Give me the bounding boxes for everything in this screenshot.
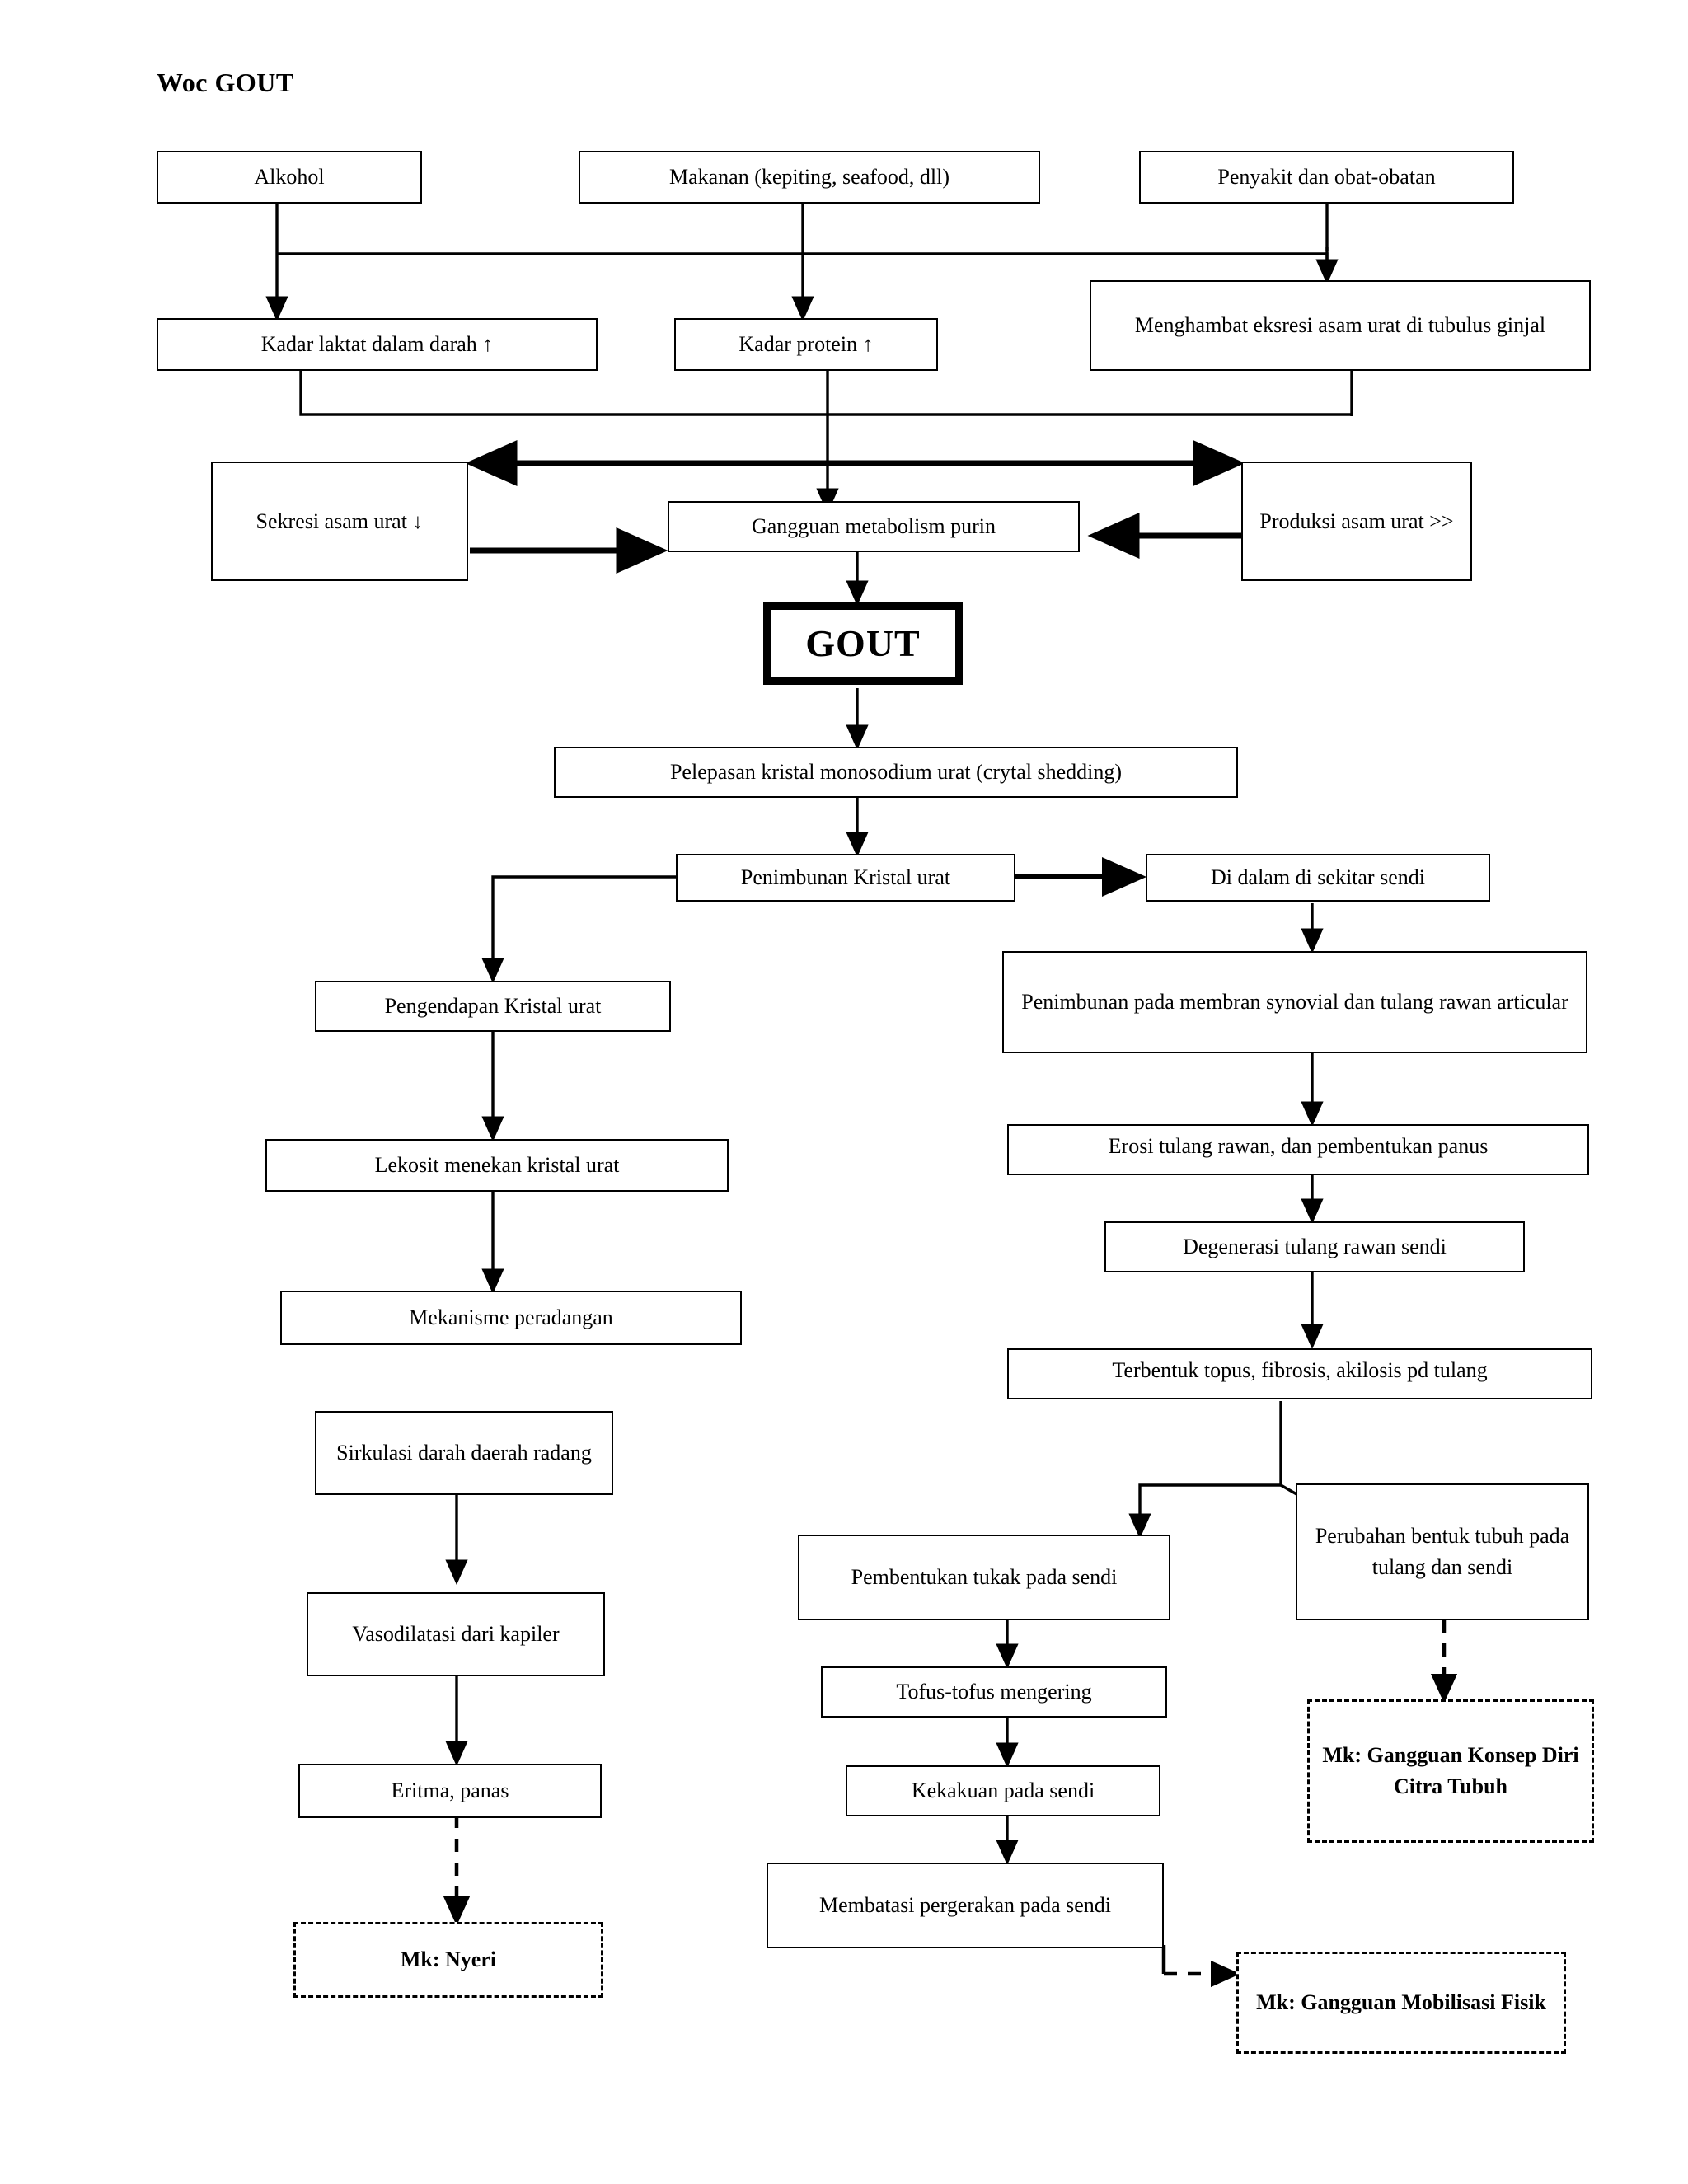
node-membatasi-pergerakan[interactable]: Membatasi pergerakan pada sendi: [767, 1863, 1164, 1948]
node-kadar-protein[interactable]: Kadar protein ↑: [674, 318, 938, 371]
node-tofus-mengering[interactable]: Tofus-tofus mengering: [821, 1666, 1167, 1718]
page-title: Woc GOUT: [157, 68, 294, 97]
node-menghambat-eksresi[interactable]: Menghambat eksresi asam urat di tubulus …: [1090, 280, 1591, 371]
node-eritma-panas[interactable]: Eritma, panas: [298, 1764, 602, 1818]
node-kekakuan-pada-sendi[interactable]: Kekakuan pada sendi: [846, 1765, 1160, 1816]
node-gangguan-metabolism-purin[interactable]: Gangguan metabolism purin: [668, 501, 1080, 552]
node-pengendapan-kristal-urat[interactable]: Pengendapan Kristal urat: [315, 981, 671, 1032]
node-mekanisme-peradangan[interactable]: Mekanisme peradangan: [280, 1291, 742, 1345]
node-perubahan-bentuk-tubuh[interactable]: Perubahan bentuk tubuh pada tulang dan s…: [1296, 1483, 1589, 1620]
node-erosi-tulang-rawan[interactable]: Erosi tulang rawan, dan pembentukan panu…: [1007, 1124, 1589, 1175]
node-penyakit-obat[interactable]: Penyakit dan obat-obatan: [1139, 151, 1514, 204]
edge-laktat-gangguan-rail: [299, 371, 1352, 416]
node-terbentuk-topus[interactable]: Terbentuk topus, fibrosis, akilosis pd t…: [1007, 1348, 1592, 1399]
edge-alkohol-menghambat: [277, 252, 1329, 279]
edge-penimbunan-pengendapan: [481, 875, 676, 984]
node-kadar-laktat[interactable]: Kadar laktat dalam darah ↑: [157, 318, 598, 371]
node-makanan[interactable]: Makanan (kepiting, seafood, dll): [579, 151, 1040, 204]
node-sekresi-asam-urat[interactable]: Sekresi asam urat ↓: [211, 462, 468, 581]
node-produksi-asam-urat[interactable]: Produksi asam urat >>: [1241, 462, 1472, 581]
node-penimbunan-membran-synovial[interactable]: Penimbunan pada membran synovial dan tul…: [1002, 951, 1587, 1053]
edge-topus-tukak: [1128, 1401, 1282, 1540]
node-di-dalam-sekitar-sendi[interactable]: Di dalam di sekitar sendi: [1146, 854, 1490, 902]
node-pembentukan-tukak[interactable]: Pembentukan tukak pada sendi: [798, 1535, 1170, 1620]
node-pelepasan-kristal[interactable]: Pelepasan kristal monosodium urat (cryta…: [554, 747, 1238, 798]
node-mk-nyeri[interactable]: Mk: Nyeri: [293, 1922, 603, 1998]
node-lekosit-menekan-kristal[interactable]: Lekosit menekan kristal urat: [265, 1139, 729, 1192]
node-mk-gangguan-citra-tubuh[interactable]: Mk: Gangguan Konsep Diri Citra Tubuh: [1307, 1699, 1594, 1843]
node-gout[interactable]: GOUT: [763, 602, 963, 685]
node-degenerasi-tulang-rawan[interactable]: Degenerasi tulang rawan sendi: [1104, 1221, 1525, 1272]
node-mk-gangguan-mobilisasi[interactable]: Mk: Gangguan Mobilisasi Fisik: [1236, 1952, 1566, 2054]
node-penimbunan-kristal-urat[interactable]: Penimbunan Kristal urat: [676, 854, 1015, 902]
node-sirkulasi-darah[interactable]: Sirkulasi darah daerah radang: [315, 1411, 613, 1495]
node-vasodilatasi-kapiler[interactable]: Vasodilatasi dari kapiler: [307, 1592, 605, 1676]
node-alkohol[interactable]: Alkohol: [157, 151, 422, 204]
